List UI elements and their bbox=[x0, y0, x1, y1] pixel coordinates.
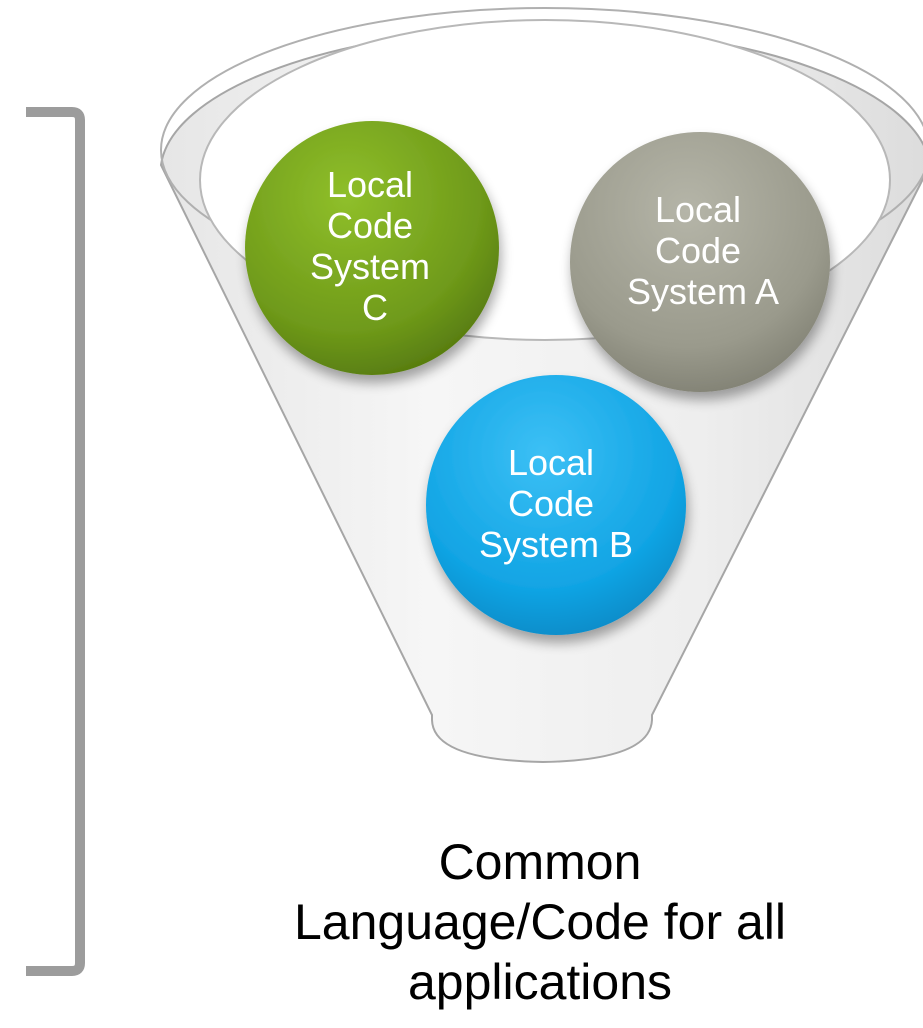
caption-line: Common bbox=[438, 834, 642, 890]
circle-b-line: System B bbox=[479, 524, 633, 565]
funnel-caption: Common Language/Code for all application… bbox=[190, 832, 890, 1012]
circle-c-line: System bbox=[310, 246, 430, 287]
caption-line: Language/Code for all bbox=[293, 894, 787, 950]
circle-a-label: Local Code System A bbox=[627, 189, 779, 312]
circle-local-code-system-b: Local Code System B bbox=[426, 375, 686, 635]
circle-local-code-system-a: Local Code System A bbox=[570, 132, 830, 392]
circle-b-line: Local bbox=[508, 442, 594, 483]
circle-a-line: Local bbox=[655, 189, 741, 230]
circle-b-line: Code bbox=[508, 483, 594, 524]
circle-c-line: C bbox=[362, 287, 388, 328]
circle-c-line: Code bbox=[327, 205, 413, 246]
circle-c-label: Local Code System C bbox=[310, 164, 440, 328]
circle-c-line: Local bbox=[327, 164, 413, 205]
bracket bbox=[26, 107, 85, 976]
circle-a-line: Code bbox=[655, 230, 741, 271]
circle-a-line: System A bbox=[627, 271, 779, 312]
circle-b-label: Local Code System B bbox=[479, 442, 633, 565]
caption-line: applications bbox=[407, 954, 673, 1010]
circle-local-code-system-c: Local Code System C bbox=[245, 121, 499, 375]
